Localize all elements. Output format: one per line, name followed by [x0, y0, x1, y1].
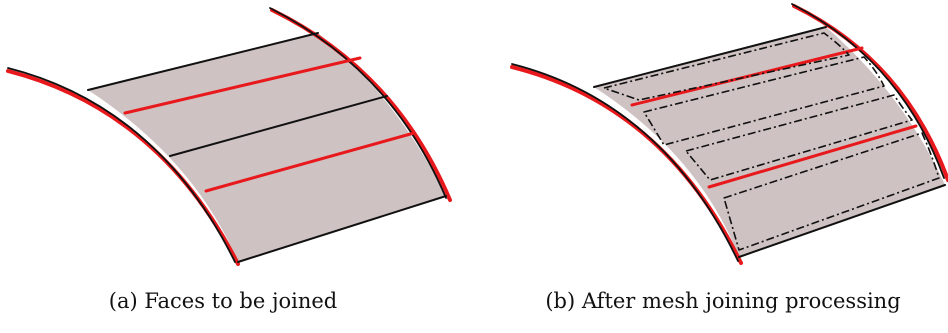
caption-a-label: (a) — [108, 289, 138, 313]
bottom-edge-a — [237, 195, 447, 263]
joined-edge-red-2-b — [707, 124, 918, 189]
top-edge-a — [87, 32, 319, 91]
right-boundary-black-b — [791, 3, 945, 179]
right-boundary-black-a — [269, 7, 447, 199]
panel-b: (b) After mesh joining processing — [474, 0, 948, 333]
mesh-region-3-b — [685, 94, 913, 181]
mesh-region-2-b — [643, 56, 885, 146]
left-boundary-black-a — [7, 67, 236, 263]
caption-a-text: Faces to be joined — [144, 289, 338, 313]
panel-b-diagram — [510, 3, 948, 265]
shared-edge-red-2-a — [204, 131, 416, 193]
caption-b: (b) After mesh joining processing — [486, 289, 948, 313]
top-edge-b — [593, 26, 827, 88]
caption-b-space — [575, 289, 582, 313]
surface-fill-a — [88, 33, 446, 262]
shared-edge-red-1-a — [123, 56, 362, 115]
caption-b-text: After mesh joining processing — [581, 289, 901, 313]
panel-a: (a) Faces to be joined — [0, 7, 460, 313]
left-boundary-black-b — [511, 63, 739, 262]
left-boundary-red-b — [510, 65, 743, 265]
bottom-edge-b — [738, 184, 946, 258]
surface-fill-b — [594, 27, 945, 257]
caption-a: (a) Faces to be joined — [0, 289, 460, 313]
middle-edge-a — [169, 95, 388, 157]
mesh-region-4-b — [723, 132, 940, 251]
caption-b-label: (b) — [545, 289, 576, 313]
left-boundary-red-a — [6, 69, 240, 266]
panel-a-diagram — [6, 7, 452, 266]
mesh-region-1-b — [603, 32, 850, 101]
